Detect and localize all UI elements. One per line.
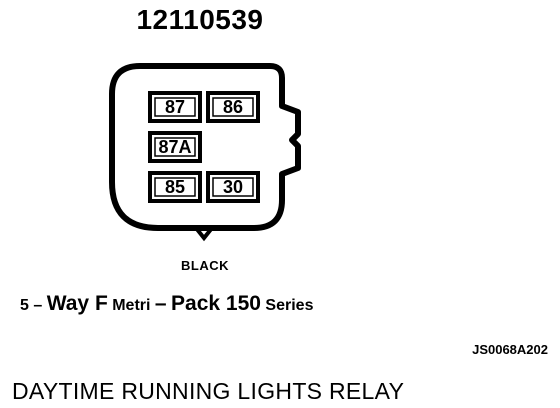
- terminal-86-label: 86: [222, 97, 244, 117]
- series-way: Way F: [46, 292, 108, 315]
- terminal-30-box: [206, 171, 260, 203]
- terminal-87-box: [148, 91, 202, 123]
- terminal-87a-label: 87A: [158, 137, 192, 157]
- series-suffix: Series: [265, 297, 314, 314]
- series-prefix: 5 –: [20, 297, 43, 314]
- series-pack: Pack 150: [171, 292, 261, 315]
- connector-key-tab: [194, 226, 214, 242]
- connector-body: [109, 63, 301, 231]
- terminal-86-box: [206, 91, 260, 123]
- connector-series-line: 5 – Way F Metri – Pack 150 Series: [20, 292, 313, 316]
- terminal-85-label: 85: [164, 177, 186, 197]
- terminal-87-label: 87: [164, 97, 186, 117]
- part-number: 12110539: [136, 4, 264, 35]
- series-metri: Metri: [112, 297, 151, 314]
- series-dash: –: [154, 292, 167, 315]
- terminal-85-box: [148, 171, 202, 203]
- figure-caption: DAYTIME RUNNING LIGHTS RELAY: [12, 378, 405, 404]
- terminal-87a-box: [148, 131, 202, 163]
- terminal-30-label: 30: [222, 177, 244, 197]
- connector-color-label: BLACK: [181, 258, 229, 273]
- figure-code: JS0068A202: [472, 342, 548, 357]
